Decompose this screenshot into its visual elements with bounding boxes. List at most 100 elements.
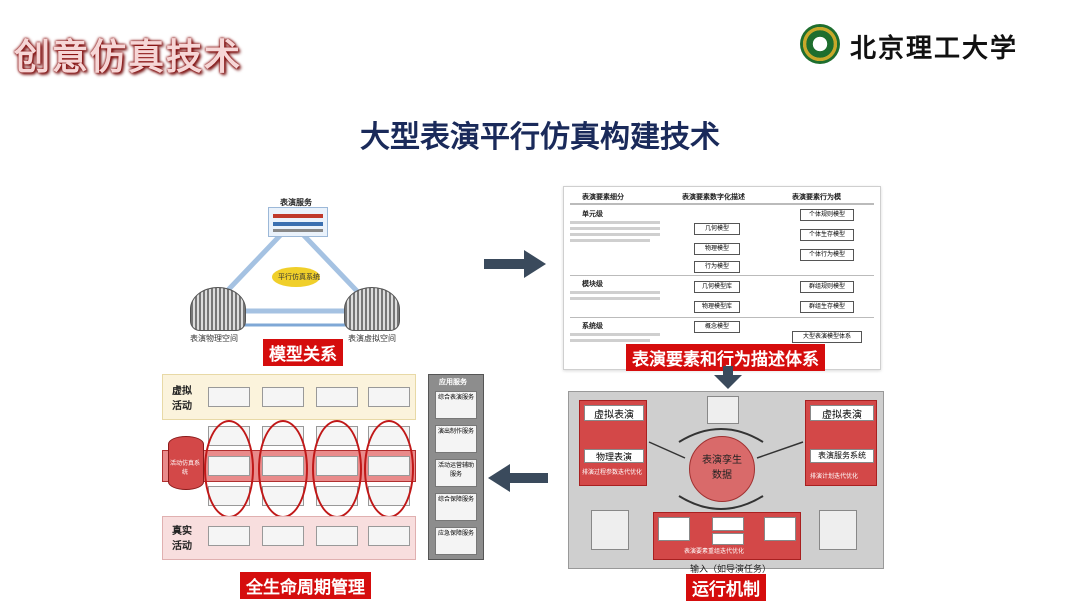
row-unit: 单元级 (582, 210, 603, 218)
element-stack-right (819, 510, 857, 550)
sim-system-cylinder (168, 436, 204, 490)
bottom-step-1 (658, 517, 690, 541)
top-process-box (707, 396, 739, 424)
right-service-box: 表演服务系统 (810, 449, 874, 463)
physical-model-box: 物理模型 (694, 243, 740, 255)
model-relation-panel: 表演服务 平行仿真系统 表演物理空间 表演虚拟空间 (168, 193, 416, 353)
page-title: 大型表演平行仿真构建技术 (360, 120, 720, 155)
app-item-4: 综合保障服务 (435, 493, 477, 521)
arrow-left-head (488, 464, 510, 492)
run-mechanism-panel: 虚拟表演 物理表演 排演过程参数迭代优化 虚拟表演 表演服务系统 排演计划迭代优… (568, 391, 884, 569)
university-logo: 北京理工大学 (800, 22, 1030, 68)
description-system-panel: 表演要素细分 表演要素数字化描述 表演要素行为模 单元级 几何模型 物理模型 行… (563, 186, 881, 370)
virtual-step-1 (208, 387, 250, 407)
cycle-ellipse-2 (258, 420, 308, 518)
virtual-activity-label: 虚拟活动 (172, 386, 192, 412)
desc-col-1: 表演要素细分 (582, 193, 624, 201)
row-unit-text-4 (570, 239, 650, 242)
service-node-label: 表演服务 (280, 198, 312, 207)
physical-lib-box: 物理模型库 (694, 301, 740, 313)
behavior-model-box: 行为模型 (694, 261, 740, 273)
service-box (268, 207, 328, 237)
arrow-left-shaft (508, 473, 548, 483)
cycle-ellipse-1 (204, 420, 254, 518)
geometry-lib-box: 几何模型库 (694, 281, 740, 293)
arrow-down-head (714, 375, 742, 389)
arrow-right-head (524, 250, 546, 278)
real-activity-label: 真实活动 (172, 526, 192, 552)
flow-arrow-left (648, 441, 686, 459)
virtual-stage-image (344, 287, 400, 331)
real-step-1 (208, 526, 250, 546)
virtual-step-4 (368, 387, 410, 407)
desc-top-rule (570, 203, 874, 205)
lifecycle-caption: 全生命周期管理 (240, 572, 371, 599)
arrow-right-shaft (484, 259, 526, 269)
desc-rule-3 (570, 317, 874, 318)
input-label: 输入（如导演任务） (690, 565, 772, 575)
group-rule-box: 群组规则模型 (800, 281, 854, 293)
row-system: 系统级 (582, 322, 603, 330)
twin-data-label: 表演孪生数据 (702, 455, 742, 481)
arrow-right-icon (484, 250, 546, 278)
physical-stage-image (190, 287, 246, 331)
arrow-down-shaft (723, 366, 733, 376)
bottom-step-2 (712, 517, 744, 531)
element-stack-left (591, 510, 629, 550)
lifecycle-panel: 虚拟活动 活动仿真系统 真实活动 应用服务 综合表演服务 演出制作服务 活动运营… (162, 374, 488, 560)
indiv-behavior-box: 个体行为模型 (800, 249, 854, 261)
run-mechanism-caption: 运行机制 (686, 574, 766, 601)
row-system-text-1 (570, 333, 660, 336)
arrow-down-icon (714, 366, 742, 389)
virtual-step-3 (316, 387, 358, 407)
virtual-space-label: 表演虚拟空间 (348, 334, 396, 343)
bottom-optimize-label: 表演要素重组迭代优化 (684, 548, 745, 555)
university-name: 北京理工大学 (850, 34, 1019, 64)
indiv-survive-box: 个体生存模型 (800, 229, 854, 241)
real-step-2 (262, 526, 304, 546)
group-survive-box: 群组生存模型 (800, 301, 854, 313)
virtual-step-2 (262, 387, 304, 407)
app-service-column: 应用服务 综合表演服务 演出制作服务 活动运营辅助服务 综合保障服务 应急保障服… (428, 374, 484, 560)
concept-model-box: 概念模型 (694, 321, 740, 333)
left-virtual-box: 虚拟表演 (584, 405, 644, 421)
app-item-3: 活动运营辅助服务 (435, 459, 477, 487)
parallel-sim-label: 平行仿真系统 (278, 273, 320, 281)
relation-triangle (202, 219, 382, 314)
mechanism-flow-arrows (648, 428, 804, 510)
bottom-step-4 (764, 517, 796, 541)
cycle-ellipse-4 (364, 420, 414, 518)
desc-col-3: 表演要素行为模 (792, 193, 841, 201)
flow-arrow-right (756, 441, 804, 459)
geometry-model-box: 几何模型 (694, 223, 740, 235)
large-model-system-box: 大型表演模型体系 (792, 331, 862, 343)
desc-rule-2 (570, 275, 874, 276)
right-virtual-box: 虚拟表演 (810, 405, 874, 421)
row-system-text-2 (570, 339, 650, 342)
row-module-text-1 (570, 291, 660, 294)
right-optimize-block: 虚拟表演 表演服务系统 排演计划迭代优化 (805, 400, 877, 486)
app-item-1: 综合表演服务 (435, 391, 477, 419)
arrow-left-icon (488, 464, 548, 492)
flow-arrow-top (678, 428, 764, 443)
app-item-2: 演出制作服务 (435, 425, 477, 453)
description-system-caption: 表演要素和行为描述体系 (626, 344, 825, 371)
parallel-sim-ellipse (272, 267, 320, 287)
row-unit-text-2 (570, 227, 660, 230)
section-title: 创意仿真技术 (14, 37, 243, 78)
cycle-ellipse-3 (312, 420, 362, 518)
model-relation-caption: 模型关系 (263, 339, 343, 366)
university-seal-icon (800, 24, 840, 64)
bottom-optimize-block: 表演要素重组迭代优化 (653, 512, 801, 560)
real-step-4 (368, 526, 410, 546)
row-module-text-2 (570, 297, 660, 300)
right-optimize-label: 排演计划迭代优化 (810, 473, 859, 480)
left-physical-box: 物理表演 (584, 449, 644, 463)
bottom-step-3 (712, 533, 744, 545)
real-step-3 (316, 526, 358, 546)
physical-space-label: 表演物理空间 (190, 334, 238, 343)
flow-arrow-bottom (678, 495, 764, 510)
app-item-5: 应急保障服务 (435, 527, 477, 555)
row-module: 模块级 (582, 280, 603, 288)
row-unit-text-1 (570, 221, 660, 224)
